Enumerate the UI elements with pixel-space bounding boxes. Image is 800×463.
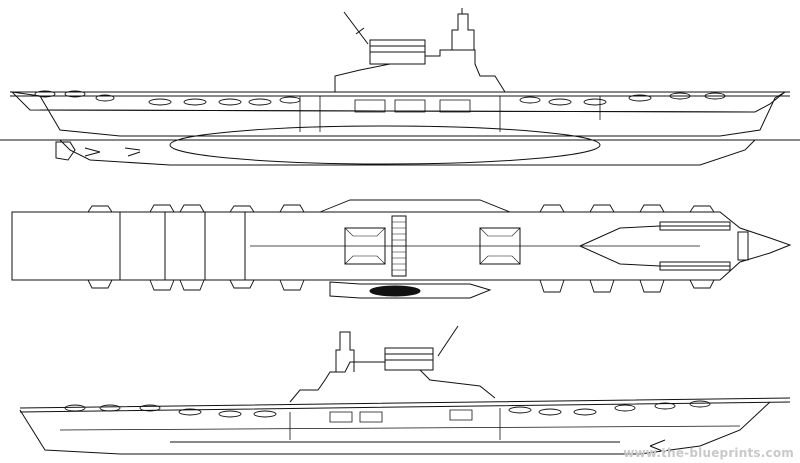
mast-bottom xyxy=(438,326,458,356)
sponsons-upper xyxy=(88,200,714,212)
hull-details-bottom xyxy=(290,408,500,440)
plan-view xyxy=(12,200,790,298)
deck-outline xyxy=(12,212,790,280)
watermark: www.the-blueprints.com xyxy=(623,446,794,460)
island-plan xyxy=(330,282,490,298)
profile-view-bottom xyxy=(20,326,790,454)
elevator-fwd xyxy=(480,228,520,264)
flight-deck-top xyxy=(10,92,790,96)
propellers-top xyxy=(85,148,140,156)
tower-top xyxy=(452,14,474,50)
sponsons-lower xyxy=(88,280,714,292)
profile-view-top xyxy=(0,8,800,165)
funnel-bottom xyxy=(385,348,433,370)
underwater-hull-top xyxy=(60,140,755,165)
boats-bottom xyxy=(65,401,710,417)
flight-deck-bottom xyxy=(20,398,790,412)
deck-divisions xyxy=(120,212,245,280)
island-top xyxy=(335,50,505,92)
funnel-plan xyxy=(370,286,420,296)
hull-side-bottom xyxy=(60,426,740,430)
elevator-aft xyxy=(345,228,385,264)
island-bottom xyxy=(290,362,495,402)
propellers-bottom xyxy=(650,440,665,452)
hull-bottom xyxy=(20,402,770,454)
rudder-top xyxy=(56,142,75,160)
bow-catapults xyxy=(580,226,730,266)
hull-details-top xyxy=(300,96,600,132)
hull-top xyxy=(12,92,785,136)
boats-top xyxy=(35,91,725,105)
bulge-top xyxy=(170,126,600,164)
mast-top xyxy=(344,12,368,44)
tower-bottom xyxy=(336,332,354,372)
